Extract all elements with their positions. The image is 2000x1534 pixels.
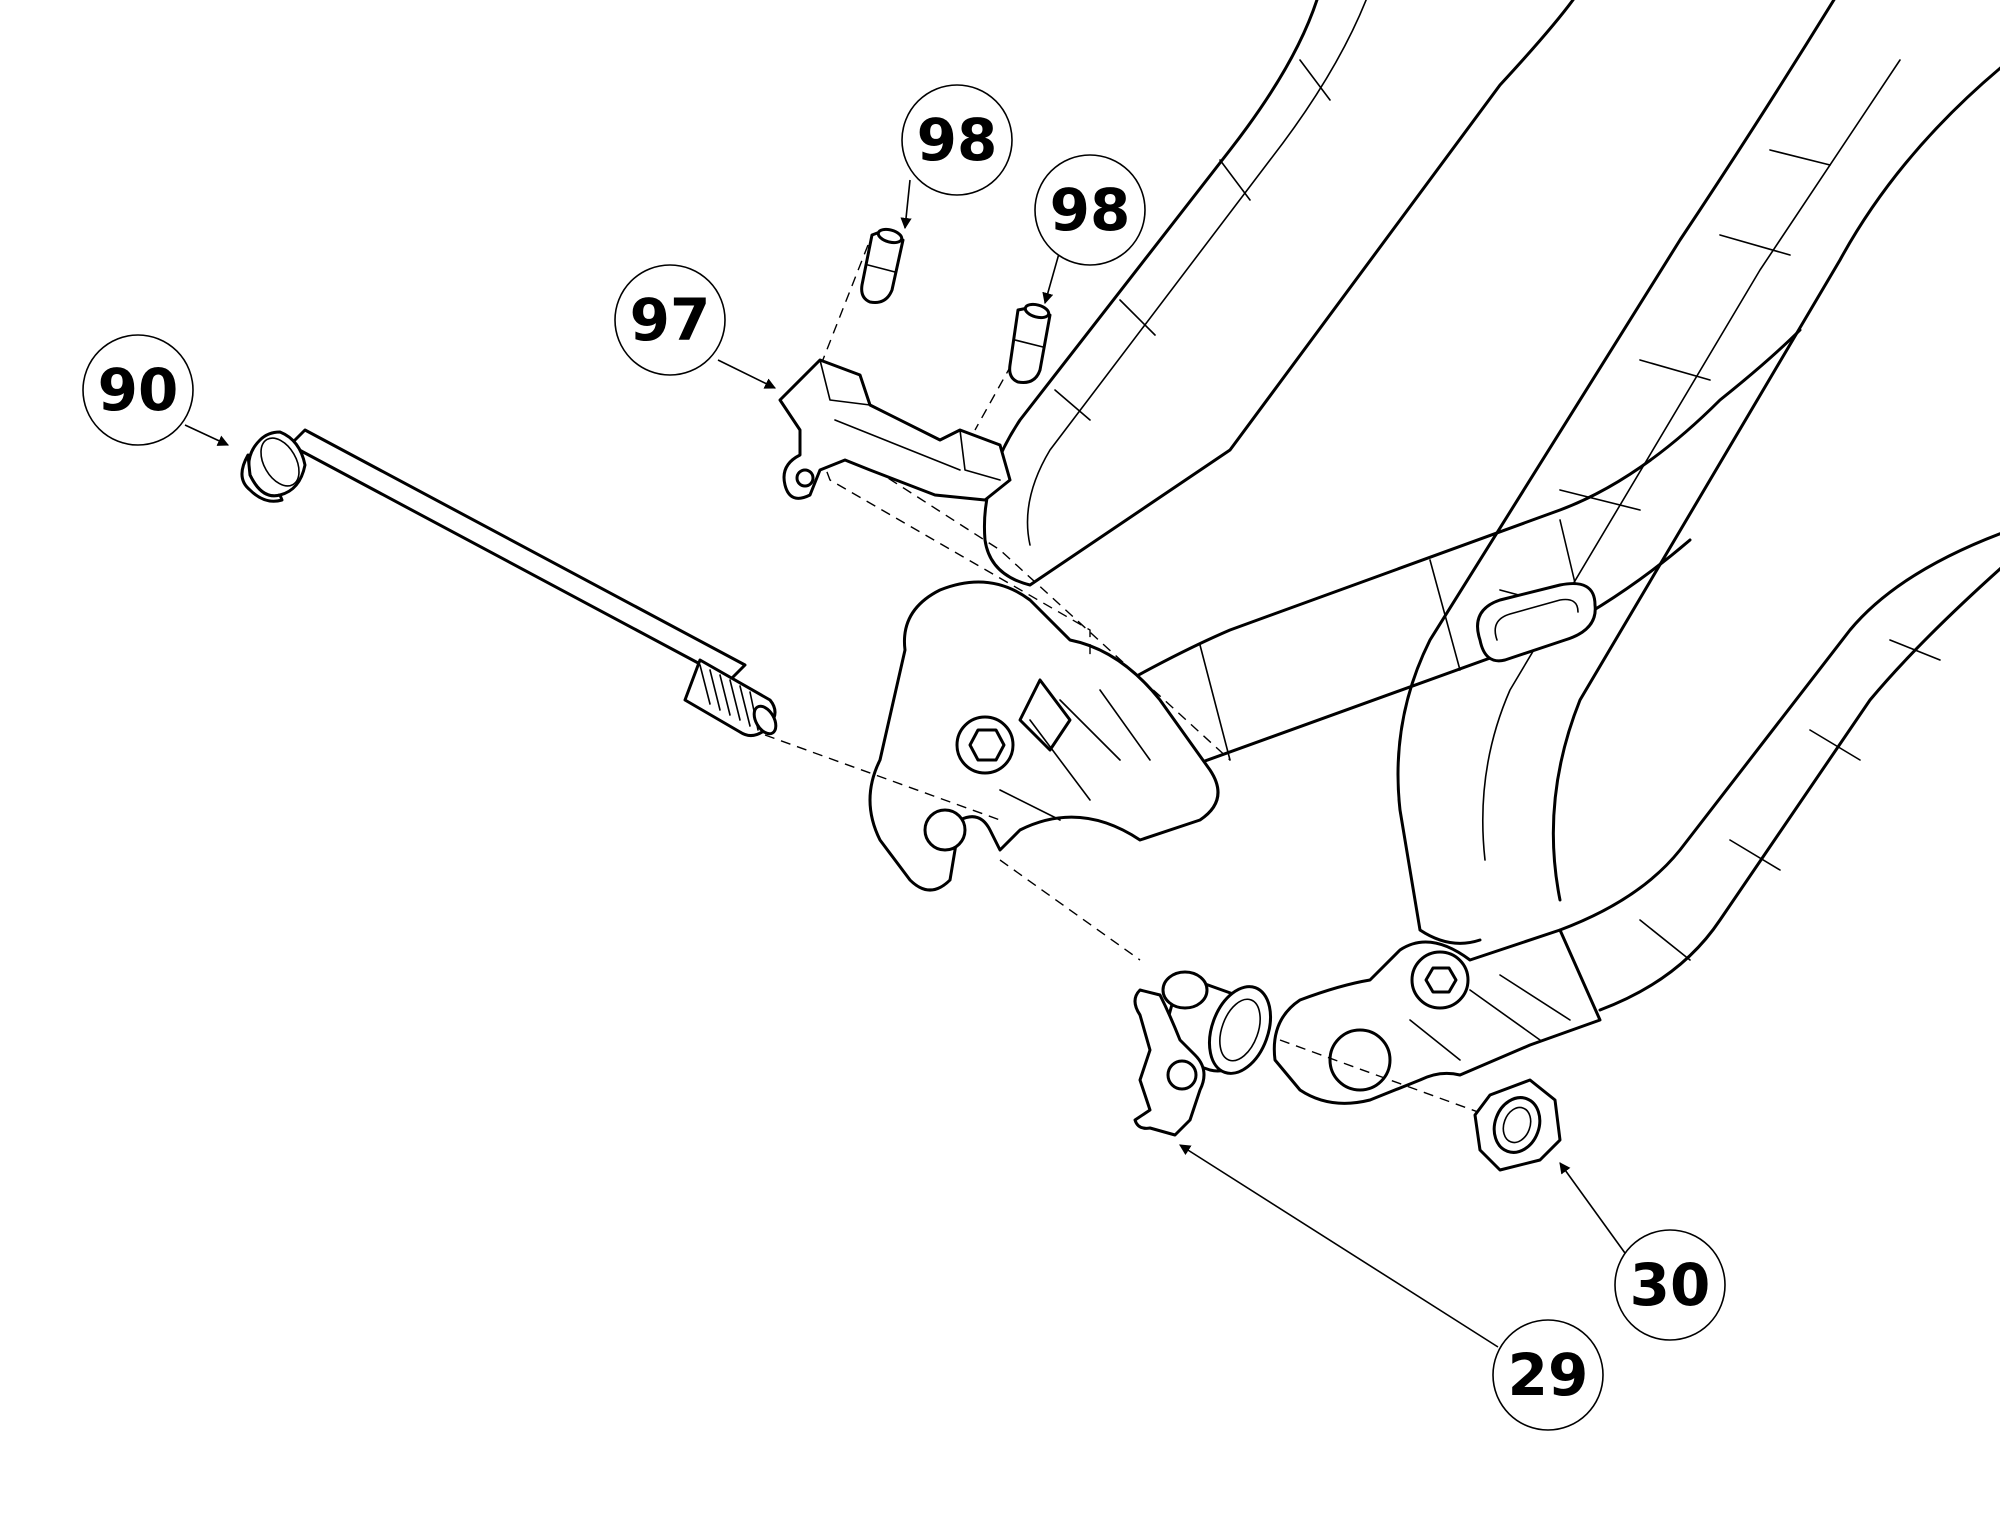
part-90-thru-axle [240,428,778,737]
callout-29: 29 [1492,1319,1604,1431]
callout-97-circle [614,264,726,376]
bracket-path [859,459,1231,761]
rear-frame [868,0,2000,1105]
callout-97: 97 [614,264,726,376]
callout-97-label: 97 [630,286,711,354]
callout-90: 90 [82,334,194,446]
callout-29-circle [1492,1319,1604,1431]
leader-lines [184,179,1631,1348]
callout-98a: 98 [901,84,1013,196]
axle-path [764,734,1001,821]
callout-90-circle [82,334,194,446]
callout-98a-circle [901,84,1013,196]
callout-30: 30 [1614,1229,1726,1341]
callout-98b-label: 98 [1050,176,1131,244]
callout-98b: 98 [1034,154,1146,266]
part-98-bolt-2 [1008,302,1052,384]
part-97-bracket [778,358,1012,502]
callout-29-label: 29 [1508,1341,1589,1409]
lower-dropout [1272,928,1602,1105]
callout-30-circle [1614,1229,1726,1341]
part-98-bolt-1 [860,227,905,304]
axle-path-lower [999,859,1501,1121]
part-30-nut [1473,1078,1562,1172]
callout-30-label: 30 [1630,1251,1711,1319]
callout-90-label: 90 [98,356,179,424]
bolt-1-path [814,244,869,381]
upper-dropout [868,580,1220,892]
callout-98b-circle [1034,154,1146,266]
callout-98a-label: 98 [917,106,998,174]
part-29-spacer-hanger [1133,970,1272,1137]
